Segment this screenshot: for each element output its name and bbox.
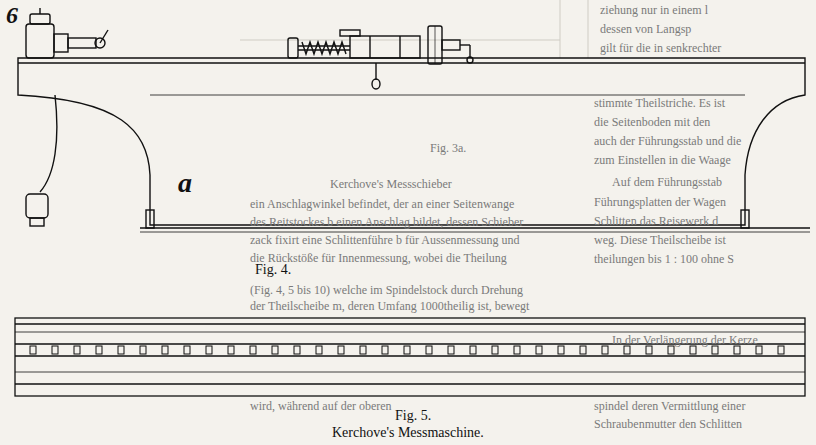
show-through-text: zack fixirt eine Schlittenführe b für Au… (250, 234, 520, 247)
fig5-plan (15, 318, 805, 396)
show-through-text: Auf dem Führungsstab (612, 176, 722, 189)
part-letter: a (178, 168, 192, 199)
rail-mark (118, 346, 124, 354)
rail-mark (558, 346, 564, 354)
rail-mark (690, 346, 696, 354)
rail-mark (756, 346, 762, 354)
show-through-text: ziehung nur in einem l (600, 4, 708, 17)
rail-mark (74, 346, 80, 354)
page-number: 6 (6, 2, 18, 28)
rail-mark (734, 346, 740, 354)
show-through-text: der Theilscheibe m, deren Umfang 1000the… (250, 300, 529, 313)
show-through-text: dessen von Langsp (600, 23, 691, 36)
rail-mark (250, 346, 256, 354)
rail-mark (206, 346, 212, 354)
show-through-text: des Reitstockes b einen Anschlag bildet,… (250, 216, 523, 229)
show-through-text: auch der Führungsstab und die (594, 135, 741, 148)
rail-mark (52, 346, 58, 354)
rail-mark (712, 346, 718, 354)
fig4-elevation (18, 8, 810, 232)
show-through-text: die Rückstöße für Innenmessung, wobei di… (250, 252, 507, 265)
show-through-text: Schlitten das Reisewerk d (594, 215, 718, 228)
show-through-text: theilungen bis 1 : 100 ohne S (594, 253, 734, 266)
rail-mark (140, 346, 146, 354)
show-through-text: wird, während auf der oberen (250, 400, 392, 413)
rail-mark (778, 346, 784, 354)
show-through-text: Kerchove's Messschieber (330, 178, 452, 191)
show-through-text: Fig. 3a. (430, 142, 466, 155)
rail-mark (96, 346, 102, 354)
rail-mark (316, 346, 322, 354)
show-through-text: In der Verlängerung der Kerze (612, 334, 758, 347)
show-through-text: ein Anschlagwinkel befindet, der an eine… (250, 198, 514, 211)
rail-mark (162, 346, 168, 354)
rail-mark (30, 346, 36, 354)
show-through-text: stimmte Theilstriche. Es ist (594, 97, 725, 110)
show-through-text: gilt für die in senkrechter (600, 42, 721, 55)
figure-caption: Kerchove's Messmaschine. (332, 425, 484, 440)
rail-mark (602, 346, 608, 354)
rail-mark (426, 346, 432, 354)
show-through-text: zum Einstellen in die Waage (594, 154, 731, 167)
rail-mark (470, 346, 476, 354)
rail-mark (360, 346, 366, 354)
rail-mark (272, 346, 278, 354)
show-through-text: spindel deren Vermittlung einer (594, 400, 745, 413)
rail-mark (668, 346, 674, 354)
rail-mark (646, 346, 652, 354)
figure-label: Fig. 5. (395, 408, 431, 423)
show-through-text: weg. Diese Theilscheibe ist (594, 234, 726, 247)
show-through-text: die Seitenboden mit den (594, 116, 710, 129)
rail-mark (492, 346, 498, 354)
rail-mark (184, 346, 190, 354)
show-through-text: Schraubenmutter den Schlitten (594, 418, 742, 431)
rail-mark (580, 346, 586, 354)
rail-mark (294, 346, 300, 354)
show-through-text: Führungsplatten der Wagen (594, 196, 726, 209)
show-through-text: (Fig. 4, 5 bis 10) welche im Spindelstoc… (250, 284, 523, 297)
rail-mark (382, 346, 388, 354)
rail-mark (514, 346, 520, 354)
rail-mark (404, 346, 410, 354)
rail-mark (624, 346, 630, 354)
rail-mark (448, 346, 454, 354)
rail-mark (228, 346, 234, 354)
rail-mark (338, 346, 344, 354)
rail-mark (536, 346, 542, 354)
